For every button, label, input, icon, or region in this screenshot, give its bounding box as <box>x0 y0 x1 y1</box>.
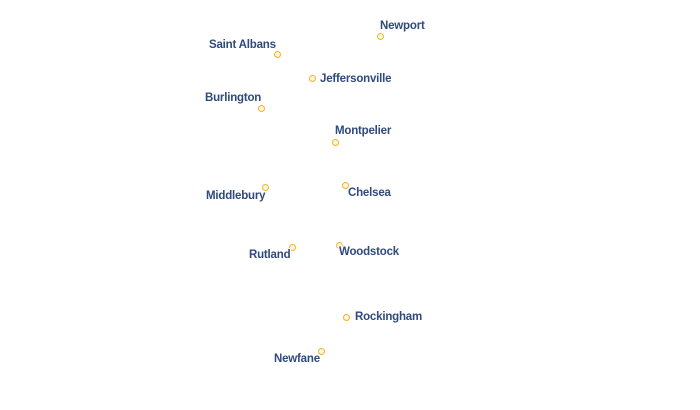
town-label-saint-albans: Saint Albans <box>209 39 276 51</box>
town-marker-newfane[interactable] <box>318 348 325 355</box>
town-label-woodstock: Woodstock <box>339 246 399 258</box>
town-marker-saint-albans[interactable] <box>274 51 281 58</box>
town-label-rutland: Rutland <box>249 249 291 261</box>
town-label-montpelier: Montpelier <box>335 125 392 137</box>
town-marker-montpelier[interactable] <box>332 139 339 146</box>
town-marker-middlebury[interactable] <box>262 184 269 191</box>
town-label-newfane: Newfane <box>274 353 320 365</box>
town-marker-rockingham[interactable] <box>343 314 350 321</box>
town-label-newport: Newport <box>380 20 425 32</box>
town-marker-rutland[interactable] <box>289 244 296 251</box>
town-marker-burlington[interactable] <box>258 105 265 112</box>
town-label-burlington: Burlington <box>205 92 262 104</box>
town-marker-woodstock[interactable] <box>336 242 343 249</box>
town-marker-jeffersonville[interactable] <box>309 75 316 82</box>
town-label-chelsea: Chelsea <box>348 187 391 199</box>
town-label-middlebury: Middlebury <box>206 190 266 202</box>
town-marker-chelsea[interactable] <box>342 182 349 189</box>
town-label-rockingham: Rockingham <box>355 311 423 323</box>
town-label-jeffersonville: Jeffersonville <box>320 73 392 85</box>
town-marker-newport[interactable] <box>377 33 384 40</box>
